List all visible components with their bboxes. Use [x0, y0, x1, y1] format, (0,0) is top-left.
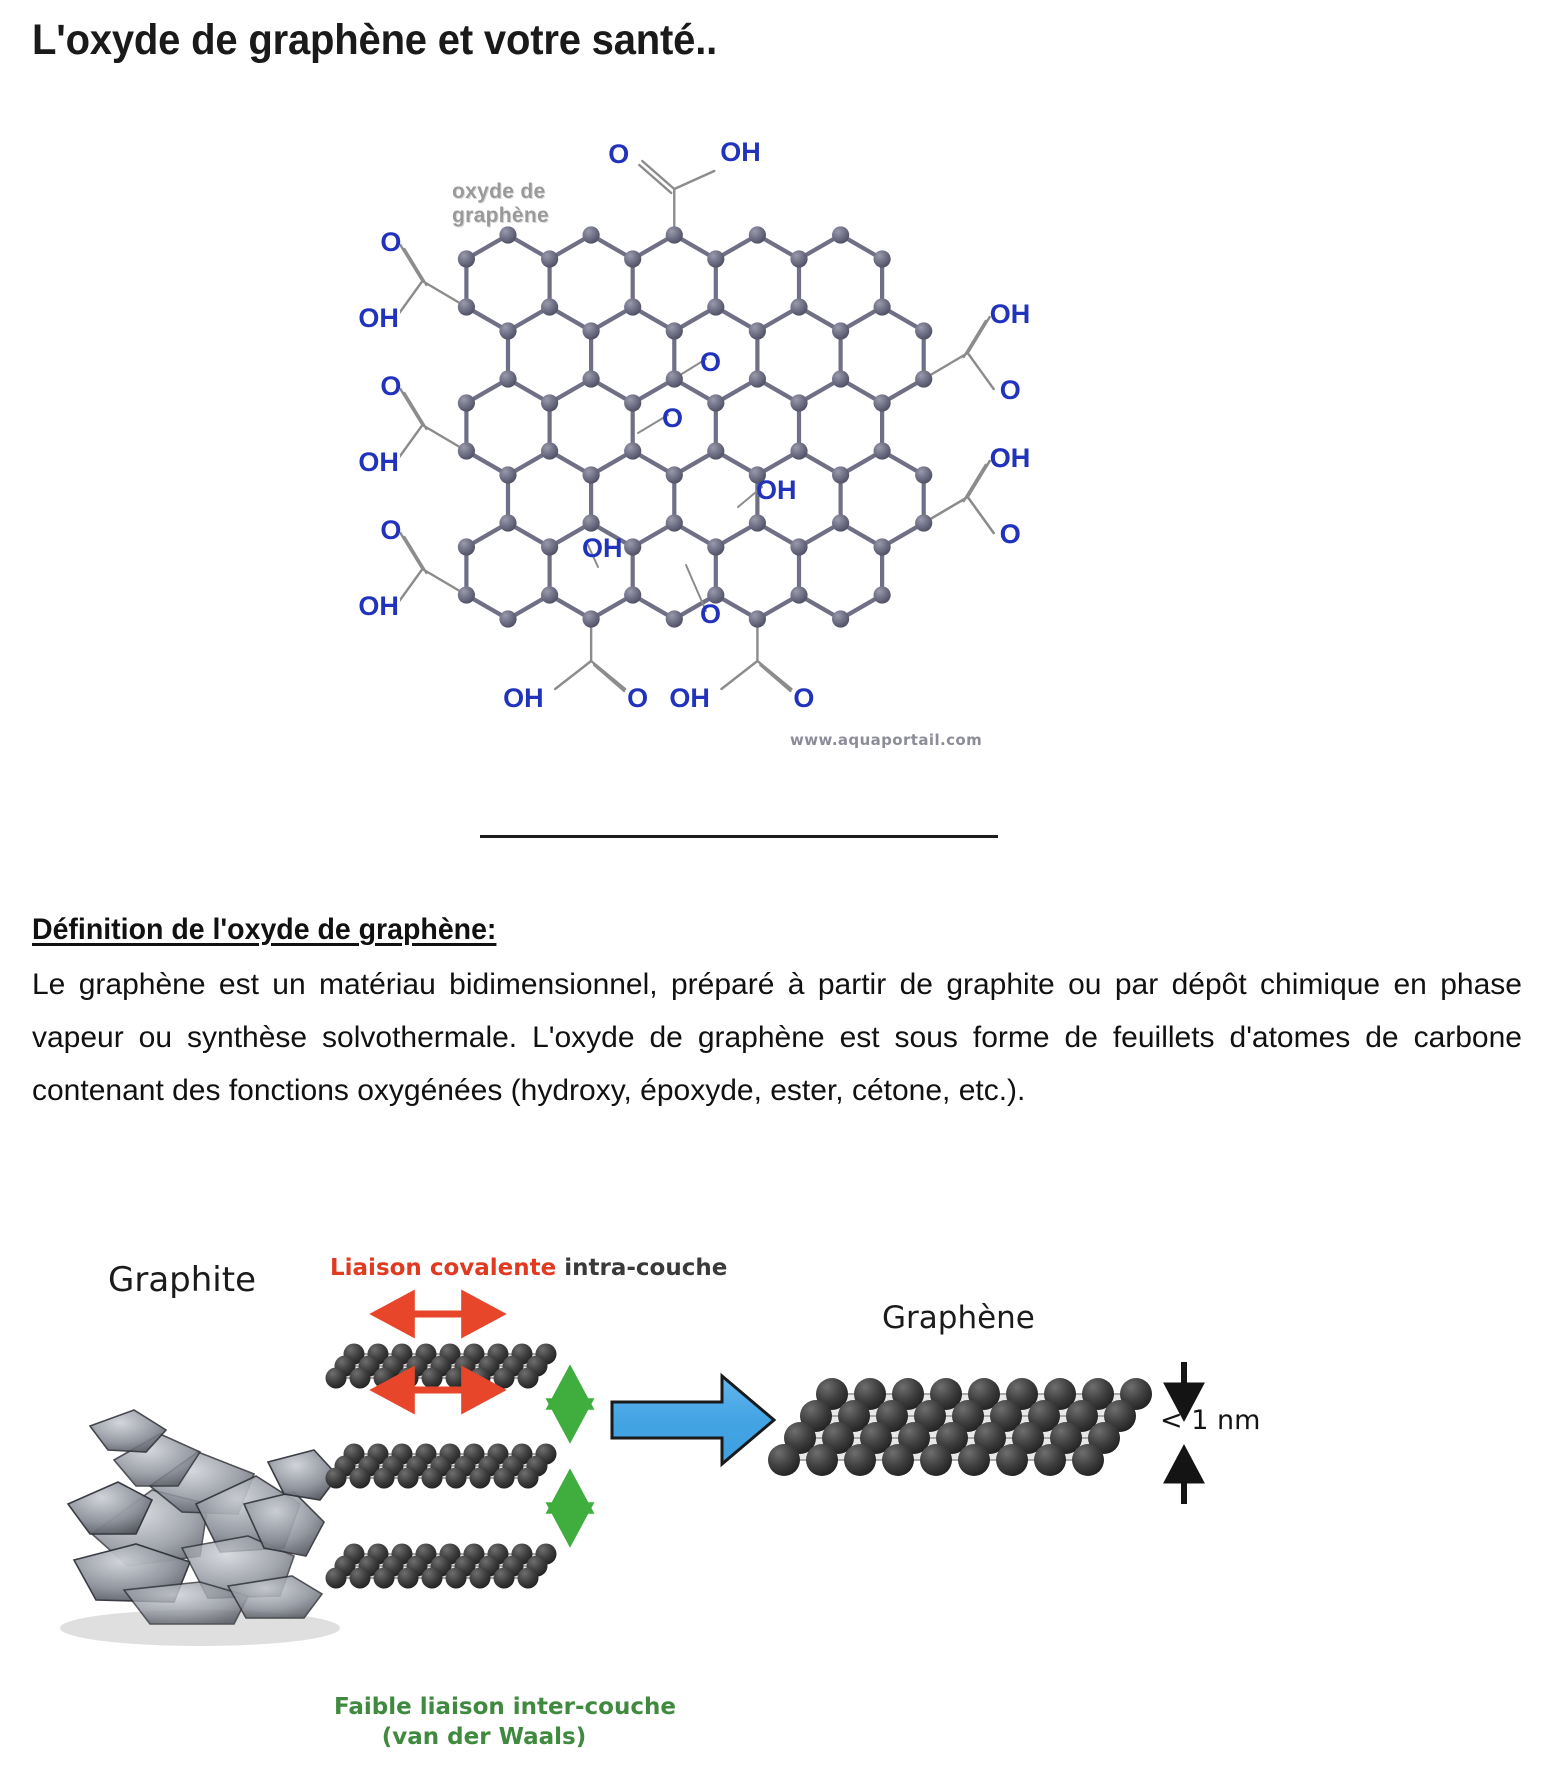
covalent-bond-arrows	[369, 1289, 507, 1415]
go-label-bottom-O-0: O	[627, 683, 649, 713]
atomic-layer	[325, 1543, 557, 1589]
label-thickness: < 1 nm	[1160, 1405, 1261, 1436]
go-label-right-OH-1: OH	[989, 443, 1031, 473]
graphite-chunk	[266, 1449, 340, 1501]
go-label-bottom-OH-0: OH	[503, 683, 544, 713]
label-graphite: Graphite	[108, 1260, 256, 1300]
graphene-oxide-figure	[400, 155, 1020, 775]
page-title: L'oxyde de graphène et votre santé..	[32, 16, 718, 64]
go-label-left-O-1: O	[380, 371, 402, 401]
transformation-arrow	[610, 1372, 777, 1468]
graphite-chunk	[66, 1481, 154, 1535]
atomic-layer	[325, 1343, 557, 1389]
go-label-inner-o-4: O	[700, 599, 722, 629]
definition-heading: Définition de l'oxyde de graphène:	[32, 913, 497, 946]
graphite-chunk	[88, 1409, 168, 1453]
atomic-layer	[768, 1378, 1152, 1476]
watermark-text: www.aquaportail.com	[790, 731, 983, 749]
graphite-chunk	[226, 1575, 324, 1619]
go-label-bottom-O-1: O	[793, 683, 815, 713]
label-liaison-covalente: Liaison covalente	[330, 1255, 557, 1281]
graphite-to-graphene-figure	[32, 1204, 1518, 1770]
graphene-oxide-lattice	[400, 159, 995, 693]
go-label-right-OH-0: OH	[989, 299, 1031, 329]
caption-line-1: oxyde de	[452, 180, 546, 203]
definition-body: Le graphène est un matériau bidimensionn…	[32, 958, 1522, 1117]
figure-caption-oxyde-de-graphene: oxyde de graphène	[452, 180, 549, 227]
go-label-right-O-2: O	[999, 519, 1021, 549]
go-label-inner-oh-2: OH	[756, 475, 797, 505]
go-label-left-OH-0: OH	[358, 303, 399, 333]
label-intra-couche-suffix: intra-couche	[556, 1255, 728, 1281]
label-inter-couche: Faible liaison inter-couche (van der Waa…	[334, 1692, 676, 1752]
label-graphene: Graphène	[882, 1300, 1035, 1336]
horizontal-separator	[480, 835, 998, 838]
label-inter-couche-line1: Faible liaison inter-couche	[334, 1694, 676, 1720]
go-label-left-O-2: O	[380, 515, 402, 545]
go-label-inner-o-0: O	[700, 347, 722, 377]
definition-paragraph: Le graphène est un matériau bidimensionn…	[32, 968, 1522, 1107]
graphite-graphene-diagram	[60, 1289, 1205, 1646]
go-label-bottom-OH-1: OH	[669, 683, 710, 713]
atomic-layer	[325, 1443, 557, 1489]
go-label-top-OH: OH	[720, 137, 761, 167]
graphene-single-sheet	[768, 1378, 1152, 1476]
label-inter-couche-line2: (van der Waals)	[381, 1724, 587, 1750]
go-label-inner-oh-3: OH	[582, 533, 623, 563]
go-label-right-O-0: O	[999, 375, 1021, 405]
graphite-rock-image	[60, 1409, 340, 1646]
go-label-top-O: O	[608, 139, 630, 169]
go-label-right-OH-2: OH	[989, 443, 1031, 473]
go-label-inner-o-1: O	[662, 403, 684, 433]
caption-line-2: graphène	[452, 203, 549, 227]
graphite-stack	[325, 1343, 557, 1589]
label-intra-couche: Liaison covalente intra-couche	[330, 1255, 727, 1281]
go-label-left-OH-2: OH	[358, 591, 399, 621]
go-label-left-OH-1: OH	[358, 447, 399, 477]
go-label-right-O-1: O	[999, 519, 1021, 549]
go-label-left-O-0: O	[380, 227, 402, 257]
